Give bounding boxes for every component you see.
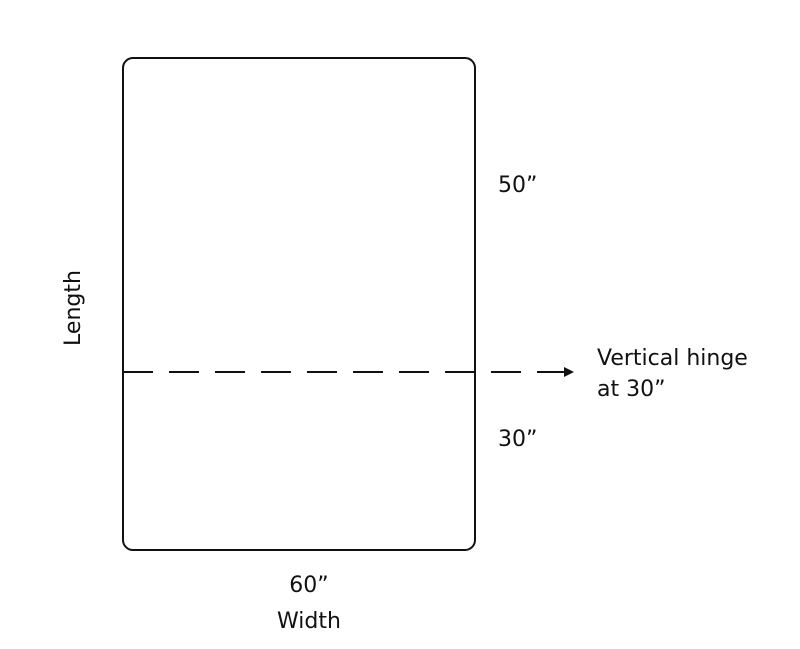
bottom-section-label: 30” xyxy=(498,427,537,452)
hinge-label-line2: at 30” xyxy=(597,377,666,402)
width-label: Width xyxy=(277,609,341,634)
top-section-label: 50” xyxy=(498,173,537,198)
panel-outline xyxy=(122,57,476,551)
hinge-label-line1: Vertical hinge xyxy=(597,346,748,371)
width-value-label: 60” xyxy=(289,573,328,598)
length-label: Length xyxy=(61,270,86,346)
